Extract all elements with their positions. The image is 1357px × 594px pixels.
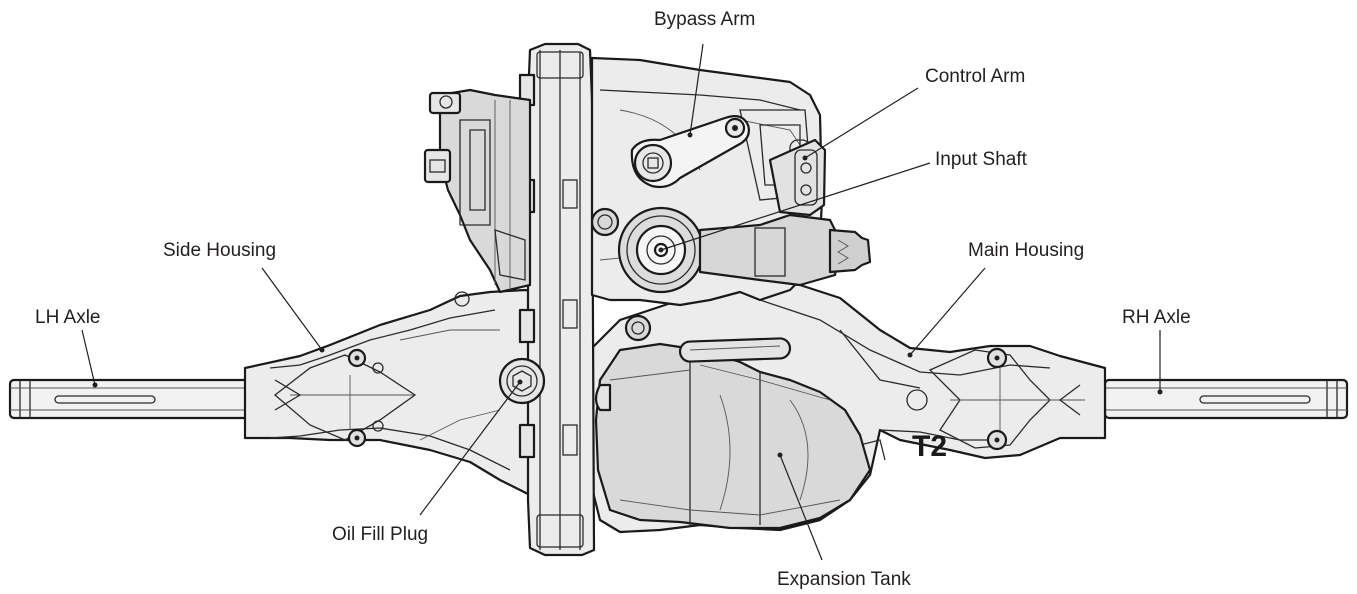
- label-oil-fill-plug: Oil Fill Plug: [332, 524, 428, 545]
- bypass-arm-leader: [689, 43, 704, 136]
- expansion-tank-leader: [779, 454, 823, 561]
- lh-axle-leader: [81, 329, 96, 386]
- side-housing: [243, 288, 542, 502]
- rh-axle-shaft: [1103, 378, 1349, 420]
- label-expansion-tank: Expansion Tank: [777, 569, 911, 590]
- label-side-housing: Side Housing: [163, 240, 276, 261]
- left-accessory-block: [423, 88, 532, 294]
- bypass-arm: [630, 115, 750, 189]
- side-housing-leader: [261, 267, 323, 351]
- label-lh-axle: LH Axle: [35, 307, 100, 328]
- label-rh-axle: RH Axle: [1122, 307, 1191, 328]
- input-shaft-leader: [660, 162, 931, 251]
- input-shaft: [617, 206, 872, 294]
- leader-lines: [81, 43, 1163, 561]
- label-bypass-arm: Bypass Arm: [654, 9, 755, 30]
- label-input-shaft: Input Shaft: [935, 149, 1028, 170]
- main-housing-leader: [909, 267, 986, 356]
- label-main-housing: Main Housing: [968, 240, 1084, 261]
- lh-axle-shaft: [8, 378, 252, 420]
- expansion-tank: [594, 337, 872, 530]
- oil-fill-plug-leader: [419, 381, 521, 516]
- label-control-arm: Control Arm: [925, 66, 1025, 87]
- control-arm-leader: [804, 87, 919, 159]
- model-stamp: T2: [912, 430, 947, 463]
- callout-labels: Bypass Arm Control Arm Input Shaft Side …: [35, 9, 1191, 590]
